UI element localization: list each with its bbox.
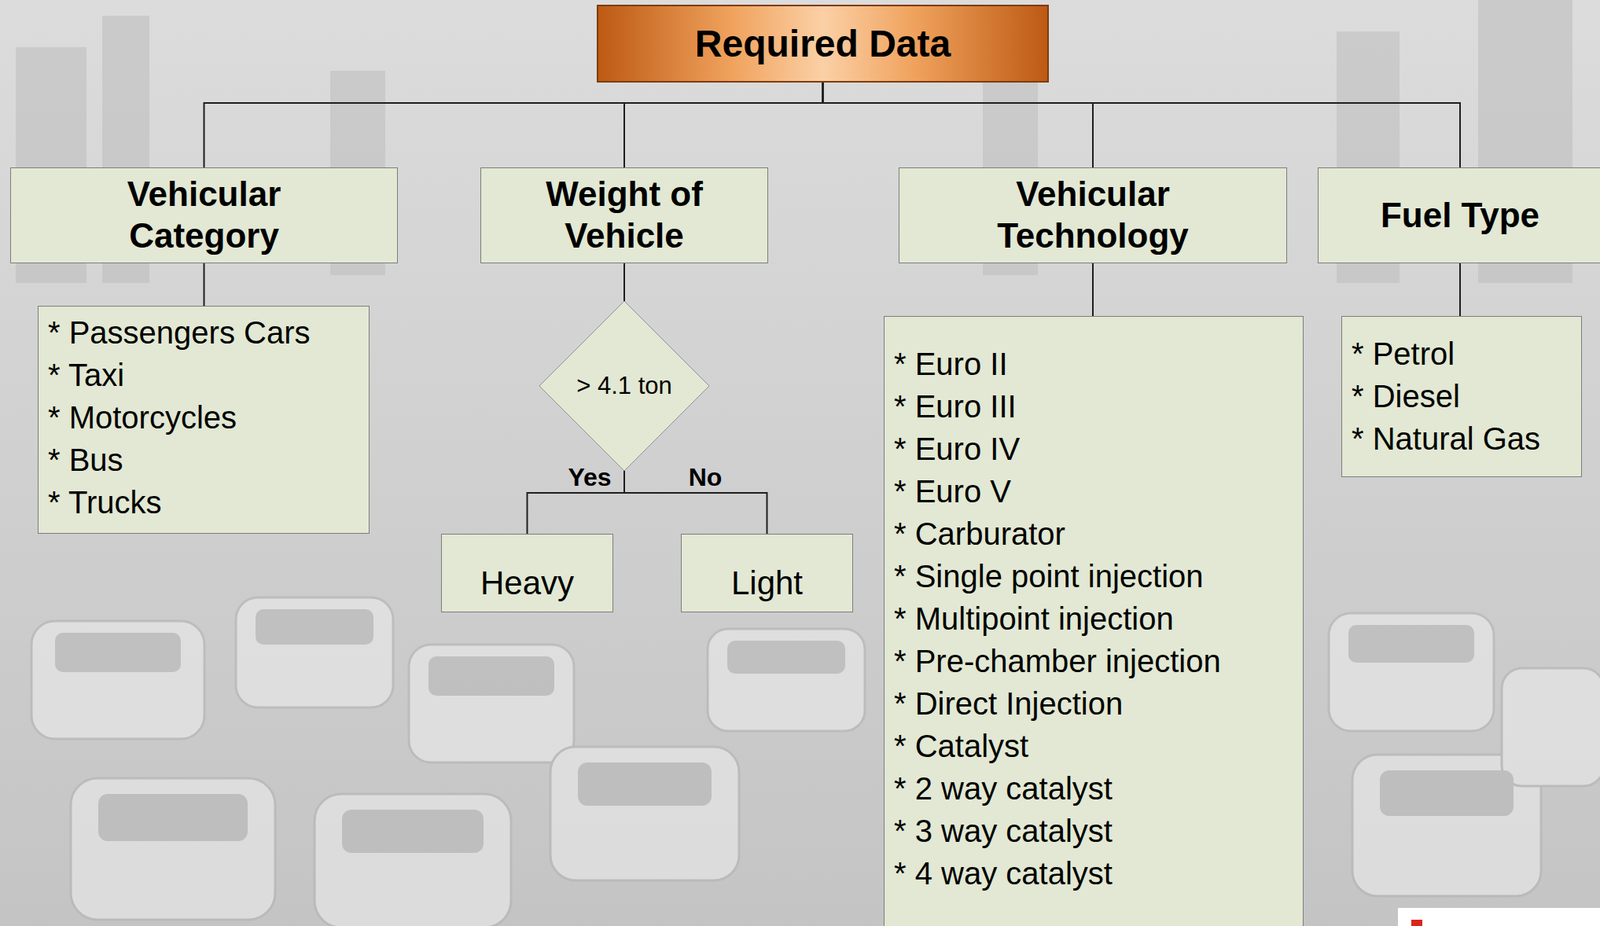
list-item: * Pre-chamber injection	[893, 640, 1294, 683]
text-wrap: Vehicular Category	[58, 173, 350, 258]
list-item: * Multipoint injection	[893, 597, 1294, 640]
traffic-cars	[31, 597, 1600, 926]
list-item: * Natural Gas	[1351, 417, 1572, 460]
connector-line	[823, 82, 1461, 168]
text-wrap: Light	[731, 564, 803, 603]
item-list: * Euro II* Euro III* Euro IV* Euro V* Ca…	[883, 316, 1304, 926]
text-wrap: Required Data	[695, 22, 951, 66]
root-box: Required Data	[596, 4, 1049, 83]
connector-line	[623, 263, 626, 302]
connector-line	[624, 82, 824, 168]
diamond-shape	[539, 301, 710, 471]
text-wrap: > 4.1 ton	[576, 371, 673, 401]
list-item: * Euro V	[893, 470, 1294, 513]
list-item: * Euro IV	[893, 427, 1294, 471]
list-item: * Euro III	[893, 385, 1294, 428]
node-label: Vehicular Technology	[938, 173, 1247, 258]
node-label: Light	[731, 564, 803, 603]
category-header: Fuel Type	[1317, 167, 1600, 264]
connector-line	[204, 82, 824, 168]
list-item: * Bus	[47, 438, 360, 482]
node-label: Weight of Vehicle	[512, 173, 736, 258]
node-label: Vehicular Category	[58, 173, 350, 258]
list-item: * Euro II	[893, 342, 1294, 386]
text-wrap: Fuel Type	[1380, 194, 1540, 237]
list-item: * Passengers Cars	[47, 311, 360, 354]
logo-mark	[1411, 919, 1423, 926]
branch-label: No	[688, 463, 723, 493]
connector-line	[1459, 263, 1461, 317]
list-item: * Diesel	[1351, 375, 1572, 418]
connector-line	[1092, 263, 1094, 317]
connector-line	[203, 263, 206, 306]
category-header: Weight of Vehicle	[480, 167, 769, 264]
item-list: * Passengers Cars* Taxi* Motorcycles* Bu…	[37, 305, 370, 534]
list-item: * Catalyst	[893, 724, 1294, 768]
category-header: Vehicular Category	[10, 167, 398, 264]
list-item: * Carburator	[893, 512, 1294, 556]
node-label: Heavy	[480, 564, 574, 603]
outcome-box: Light	[680, 533, 854, 613]
list-item: * 4 way catalyst	[893, 852, 1294, 895]
text-wrap: Vehicular Technology	[938, 173, 1247, 258]
branch-label: Yes	[567, 463, 611, 493]
list-item: * Direct Injection	[893, 682, 1294, 725]
category-header: Vehicular Technology	[898, 167, 1288, 264]
list-item: * 3 way catalyst	[893, 809, 1294, 853]
text-wrap: Weight of Vehicle	[512, 173, 736, 258]
list-item: * Trucks	[47, 481, 360, 524]
item-list: * Petrol* Diesel* Natural Gas	[1341, 316, 1582, 478]
list-item: * Single point injection	[893, 555, 1294, 598]
list-item: * Taxi	[47, 353, 360, 397]
node-label: Fuel Type	[1380, 194, 1540, 237]
connector-line	[823, 82, 1094, 168]
outcome-box: Heavy	[441, 533, 614, 613]
list-item: * 2 way catalyst	[893, 767, 1294, 810]
list-item: * Motorcycles	[47, 396, 360, 439]
logo-strip	[1397, 908, 1600, 926]
node-label: > 4.1 ton	[576, 371, 673, 401]
list-item: * Petrol	[1351, 332, 1572, 376]
decision-diamond: > 4.1 ton	[539, 301, 710, 471]
text-wrap: Heavy	[480, 564, 574, 603]
node-label: Required Data	[695, 22, 951, 66]
